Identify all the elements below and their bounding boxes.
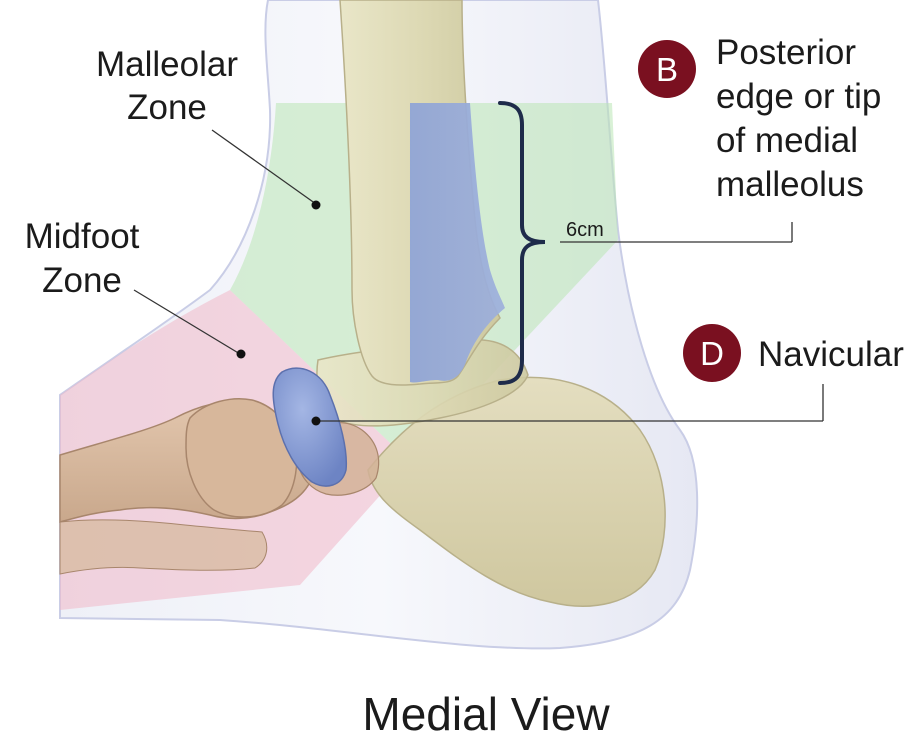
point-d-badge-letter: D [700, 335, 724, 372]
point-b-text-line1: Posterior [716, 33, 856, 72]
malleolar-zone-label-line2: Zone [127, 88, 207, 127]
midfoot-zone-label-line1: Midfoot [25, 217, 140, 256]
point-b-text-line3: of medial [716, 121, 858, 160]
measure-label: 6cm [566, 219, 604, 241]
malleolar-zone-label-line1: Malleolar [96, 45, 238, 84]
view-title: Medial View [362, 688, 610, 737]
malleolar-zone-dot [312, 201, 321, 210]
point-b-text-line4: malleolus [716, 165, 864, 204]
point-b-badge-letter: B [656, 51, 678, 88]
navicular-dot [312, 417, 321, 426]
point-b-text-line2: edge or tip [716, 77, 881, 116]
midfoot-zone-label-line2: Zone [42, 261, 122, 300]
midfoot-zone-dot [237, 350, 246, 359]
point-d-label: Navicular [758, 335, 904, 374]
